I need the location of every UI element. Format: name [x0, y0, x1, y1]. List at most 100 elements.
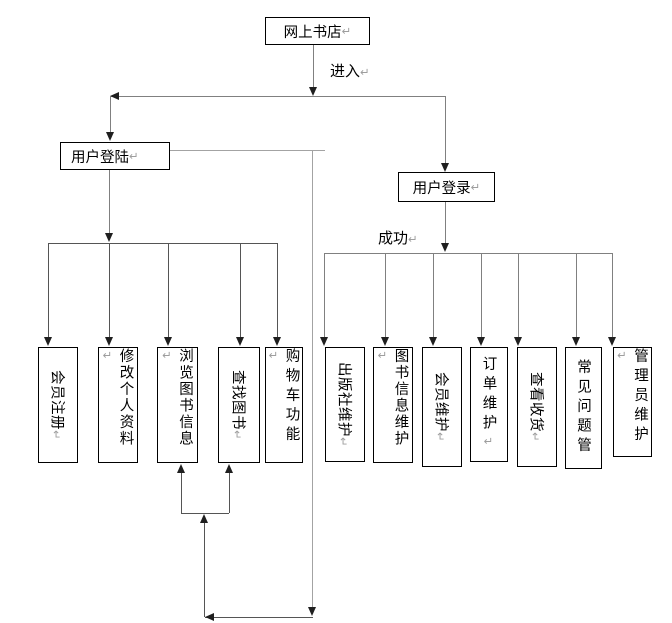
node-order-maintain: 订单维护↵: [470, 347, 508, 462]
node-online-bookstore: 网上书店↵: [265, 17, 370, 45]
return-mark-icon: ↵: [408, 232, 418, 246]
arrowhead-down-icon: [44, 337, 52, 346]
node-user-login-left: 用户登陆↵: [60, 142, 170, 170]
node-label: 常见问题管: [573, 359, 594, 457]
arrowhead-down-icon: [477, 337, 485, 346]
node-label-text: 图书信息维护: [392, 348, 409, 447]
node-member-register: 会员注册↵: [38, 347, 78, 463]
arrowhead-down-icon: [105, 337, 113, 346]
arrowhead-down-icon: [608, 337, 616, 346]
connector-line: [324, 253, 612, 254]
connector-line: [240, 243, 241, 337]
edge-label-enter: 进入↵: [330, 60, 370, 81]
connector-line: [324, 253, 325, 337]
connector-line: [168, 243, 169, 337]
connector-line: [110, 96, 111, 132]
return-mark-icon: ↵: [615, 348, 629, 367]
node-label-text: 管理员维护: [632, 348, 648, 446]
node-label-text: 查看收货: [527, 371, 544, 432]
arrowhead-down-icon: [273, 337, 281, 346]
connector-line: [204, 517, 205, 617]
return-mark-icon: ↵: [49, 429, 64, 441]
node-label-text: 查找图书: [229, 369, 246, 430]
connector-line: [110, 96, 445, 97]
node-label-text: 会员注册: [48, 369, 65, 430]
node-label: 图书信息维护↵: [375, 348, 412, 462]
connector-line: [277, 243, 278, 337]
connector-line: [518, 253, 519, 337]
node-label: 会员注册↵: [48, 370, 69, 440]
node-label: 用户登录: [412, 180, 471, 197]
arrowhead-down-icon: [429, 337, 437, 346]
return-mark-icon: ↵: [433, 431, 448, 443]
arrowhead-down-icon: [320, 337, 328, 346]
node-label: 查找图书↵: [229, 370, 250, 440]
arrowhead-down-icon: [572, 337, 580, 346]
node-label-text: 出版社维护: [335, 361, 352, 437]
edge-label-success-text: 成功: [378, 229, 409, 247]
connector-line: [445, 202, 446, 243]
node-cart-function: 购物车功能↵: [265, 347, 303, 463]
arrowhead-down-icon: [164, 337, 172, 346]
arrowhead-down-icon: [441, 243, 449, 252]
connector-line: [48, 243, 49, 337]
connector-line: [445, 96, 446, 163]
node-label-text: 购物车功能: [283, 348, 300, 446]
connector-line: [385, 253, 386, 337]
arrowhead-down-icon: [381, 337, 389, 346]
node-publisher-maintain: 出版社维护↵: [325, 347, 365, 462]
arrowhead-up-icon: [200, 514, 208, 523]
node-label-text: 修改个人资料: [117, 348, 134, 447]
connector-line: [312, 150, 313, 607]
arrowhead-down-icon: [308, 607, 316, 616]
arrowhead-up-icon: [225, 464, 233, 473]
arrowhead-left-icon: [110, 92, 119, 100]
connector-line: [109, 243, 110, 337]
edge-label-success: 成功↵: [378, 227, 418, 248]
connector-line: [181, 470, 182, 513]
node-label-text: 浏览图书信息: [177, 348, 193, 447]
return-mark-icon: ↵: [336, 436, 351, 448]
node-book-info-maintain: 图书信息维护↵: [373, 347, 413, 463]
arrowhead-down-icon: [441, 163, 449, 172]
arrowhead-down-icon: [106, 132, 114, 141]
return-mark-icon: ↵: [160, 348, 174, 364]
connector-line: [181, 513, 229, 514]
arrowhead-down-icon: [514, 337, 522, 346]
node-label: 网上书店: [283, 24, 342, 41]
node-label: 会员维护↵: [432, 372, 453, 442]
return-mark-icon: ↵: [100, 348, 115, 364]
node-faq-manage: 常见问题管: [565, 347, 602, 469]
arrowhead-left-icon: [205, 613, 214, 621]
arrowhead-down-icon: [309, 87, 317, 96]
node-member-maintain: 会员维护↵: [422, 347, 462, 467]
return-mark-icon: ↵: [129, 149, 139, 163]
node-label-text: 会员维护: [432, 371, 449, 432]
return-mark-icon: ↵: [481, 434, 496, 453]
return-mark-icon: ↵: [341, 24, 352, 38]
arrowhead-down-icon: [105, 233, 113, 242]
node-label: 出版社维护↵: [335, 362, 356, 447]
connector-line: [313, 45, 314, 88]
connector-line: [48, 243, 277, 244]
return-mark-icon: ↵: [375, 348, 390, 364]
node-user-login-right: 用户登录↵: [398, 172, 495, 202]
node-label: 购物车功能↵: [266, 348, 303, 462]
connector-line: [170, 150, 325, 151]
connector-line: [229, 470, 230, 513]
arrowhead-down-icon: [236, 337, 244, 346]
node-view-delivery: 查看收货↵: [517, 347, 557, 467]
return-mark-icon: ↵: [528, 431, 543, 443]
node-label-text: 订单维护: [480, 356, 497, 434]
connector-line: [433, 253, 434, 337]
arrowhead-up-icon: [177, 464, 185, 473]
edge-label-enter-text: 进入: [330, 62, 361, 80]
node-label: 用户登陆: [71, 149, 129, 166]
node-search-books: 查找图书↵: [218, 347, 260, 463]
return-mark-icon: ↵: [230, 429, 245, 441]
connector-line: [205, 617, 313, 618]
return-mark-icon: ↵: [470, 180, 481, 194]
connector-line: [612, 253, 613, 337]
connector-line: [109, 170, 110, 233]
